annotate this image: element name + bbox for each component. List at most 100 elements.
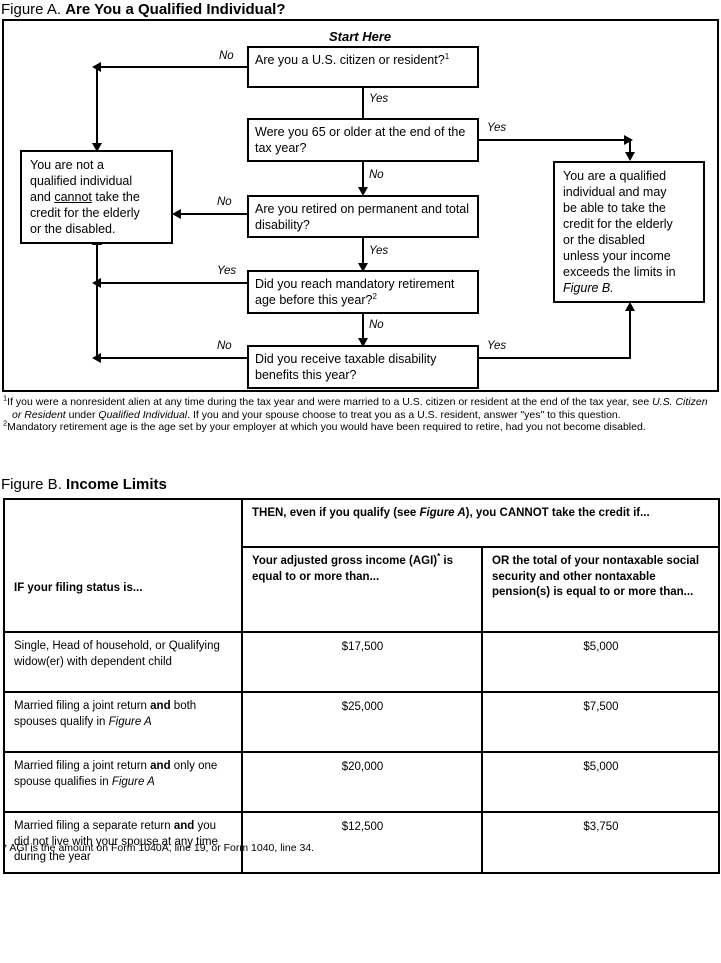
figure-a-title-main: Are You a Qualified Individual? xyxy=(65,1,286,18)
question-age65-text: Were you 65 or older at the end of the t… xyxy=(255,125,466,155)
not-qualified-line-5: or the disabled. xyxy=(30,222,116,236)
row-nontaxable-joint-both: $7,500 xyxy=(481,691,720,753)
header-cell-filing-status: IF your filing status is... xyxy=(3,547,243,633)
footnote-2: 2Mandatory retirement age is the age set… xyxy=(3,418,718,434)
not-qualified-line-1: You are not a xyxy=(30,158,104,172)
header-agi-text-b: is equal to or more than... xyxy=(252,555,454,583)
edge-label-q1-no: No xyxy=(219,50,234,62)
qualified-line-5: or the disabled xyxy=(563,233,646,247)
edge-right-rail-up xyxy=(629,311,631,359)
edge-left-rail-upper xyxy=(96,66,98,148)
figure-b-title-prefix: Figure B. xyxy=(1,476,62,493)
figure-b-title: Figure B. Income Limits xyxy=(1,476,167,493)
row-agi-single: $17,500 xyxy=(241,631,483,693)
edge-q3-no-horizontal xyxy=(177,213,249,215)
edge-left-rail-arrowhead xyxy=(92,143,102,152)
row-nontaxable-separate: $3,750 xyxy=(481,811,720,874)
header-cell-empty xyxy=(3,498,243,547)
qualified-line-1: You are a qualified xyxy=(563,169,667,183)
row-status-joint-both-post: both spouses qualify in xyxy=(14,700,197,728)
question-disability-benefits-text: Did you receive taxable disability benef… xyxy=(255,352,437,382)
qualified-line-4: credit for the elderly xyxy=(563,217,673,231)
edge-label-q4-no: No xyxy=(369,319,384,331)
edge-label-q3-yes: Yes xyxy=(369,245,389,257)
question-citizen-text: Are you a U.S. citizen or resident? xyxy=(255,53,445,67)
edge-q2-no-line xyxy=(362,162,364,192)
row-agi-joint-both: $25,000 xyxy=(241,691,483,753)
edge-label-q4-yes: Yes xyxy=(217,265,237,277)
row-status-joint-both-and: and xyxy=(150,700,171,712)
edge-q5-yes-horizontal xyxy=(479,357,631,359)
edge-q4-no-arrowhead xyxy=(358,338,368,347)
footnote-2-marker: 2 xyxy=(3,418,8,428)
row-status-joint-one-figure-a: Figure A xyxy=(111,775,155,788)
not-qualified-line-3-post: take the xyxy=(91,190,140,204)
edge-q2-yes-arrowhead xyxy=(624,135,633,145)
edge-right-rail-up-arrowhead xyxy=(625,302,635,311)
row-status-joint-both-figure-a: Figure A xyxy=(108,715,152,728)
footnote-1-text-a: If you were a nonresident alien at any t… xyxy=(7,396,653,408)
outcome-box-qualified: You are a qualified individual and may b… xyxy=(553,161,705,303)
header-cell-agi: Your adjusted gross income (AGI)* is equ… xyxy=(241,546,483,633)
header-then-text-b: ), you CANNOT take the credit if... xyxy=(465,507,650,519)
footnote-marker-2: 2 xyxy=(372,291,377,301)
edge-q1-yes-line xyxy=(362,88,364,131)
row-nontaxable-single: $5,000 xyxy=(481,631,720,693)
row-status-separate: Married filing a separate return and you… xyxy=(3,811,243,874)
edge-q2-yes-drop-arrowhead xyxy=(625,152,635,161)
income-limits-table: THEN, even if you qualify (see Figure A)… xyxy=(3,498,720,874)
row-status-joint-one-and: and xyxy=(150,760,171,772)
row-status-joint-both: Married filing a joint return and both s… xyxy=(3,691,243,753)
row-status-single: Single, Head of household, or Qualifying… xyxy=(3,631,243,693)
figure-a-title: Figure A. Are You a Qualified Individual… xyxy=(1,1,286,18)
table-row: Married filing a separate return and you… xyxy=(3,811,720,874)
header-cell-nontaxable: OR the total of your nontaxable social s… xyxy=(481,546,720,633)
row-status-separate-pre: Married filing a separate return xyxy=(14,820,174,832)
edge-label-q5-no: No xyxy=(217,340,232,352)
question-box-disability-benefits: Did you receive taxable disability benef… xyxy=(247,345,479,389)
footnote-1-italic-2: Qualified Individual xyxy=(98,408,188,421)
qualified-line-3: be able to take the xyxy=(563,201,666,215)
footnote-1-italic-1: U.S. Citizen or Resident xyxy=(12,396,708,421)
header-agi-text-a: Your adjusted gross income (AGI) xyxy=(252,555,438,567)
edge-q4-yes-horizontal xyxy=(97,282,249,284)
footnote-1: 1If you were a nonresident alien at any … xyxy=(3,393,718,421)
row-status-joint-one: Married filing a joint return and only o… xyxy=(3,751,243,813)
edge-q4-no-line xyxy=(362,314,364,343)
qualified-line-2: individual and may xyxy=(563,185,667,199)
table-row: Single, Head of household, or Qualifying… xyxy=(3,631,720,693)
footnote-1-text-c: . If you and your spouse choose to treat… xyxy=(187,408,621,421)
figure-a-flowchart: Start Here Are you a U.S. citizen or res… xyxy=(2,19,719,392)
table-header-row-columns: IF your filing status is... Your adjuste… xyxy=(3,546,720,633)
figure-b-footnote: * AGI is the amount on Form 1040A, line … xyxy=(3,842,315,854)
not-qualified-line-3-pre: and xyxy=(30,190,55,204)
figure-a-title-prefix: Figure A. xyxy=(1,1,62,18)
not-qualified-cannot: cannot xyxy=(54,190,92,204)
question-box-mandatory-retirement: Did you reach mandatory retirement age b… xyxy=(247,270,479,314)
edge-label-q1-yes: Yes xyxy=(369,93,389,105)
table-row: Married filing a joint return and only o… xyxy=(3,751,720,813)
footnote-1-text-b: under xyxy=(65,408,99,421)
row-agi-joint-one: $20,000 xyxy=(241,751,483,813)
footnote-1-marker: 1 xyxy=(3,393,8,403)
table-row: Married filing a joint return and both s… xyxy=(3,691,720,753)
header-agi-asterisk: * xyxy=(437,552,441,562)
edge-label-q3-no: No xyxy=(217,196,232,208)
row-status-joint-both-pre: Married filing a joint return xyxy=(14,700,151,712)
question-box-retired: Are you retired on permanent and total d… xyxy=(247,195,479,238)
qualified-line-6: unless your income xyxy=(563,249,671,263)
edge-label-q2-yes: Yes xyxy=(487,122,507,134)
edge-label-q2-no: No xyxy=(369,169,384,181)
header-cell-then: THEN, even if you qualify (see Figure A)… xyxy=(241,498,720,548)
edge-label-q5-yes: Yes xyxy=(487,340,507,352)
qualified-line-7: exceeds the limits in xyxy=(563,265,676,279)
start-here-label: Start Here xyxy=(329,29,392,44)
header-then-figure-a-ref: Figure A xyxy=(419,507,466,519)
edge-q1-no-horizontal xyxy=(97,66,249,68)
question-box-age65: Were you 65 or older at the end of the t… xyxy=(247,118,479,162)
question-mandatory-text: Did you reach mandatory retirement age b… xyxy=(255,277,455,307)
row-agi-separate: $12,500 xyxy=(241,811,483,874)
edge-q3-yes-line xyxy=(362,238,364,268)
edge-q3-no-arrowhead xyxy=(172,209,181,219)
row-status-separate-post: you did not live with your spouse at any… xyxy=(14,820,218,863)
